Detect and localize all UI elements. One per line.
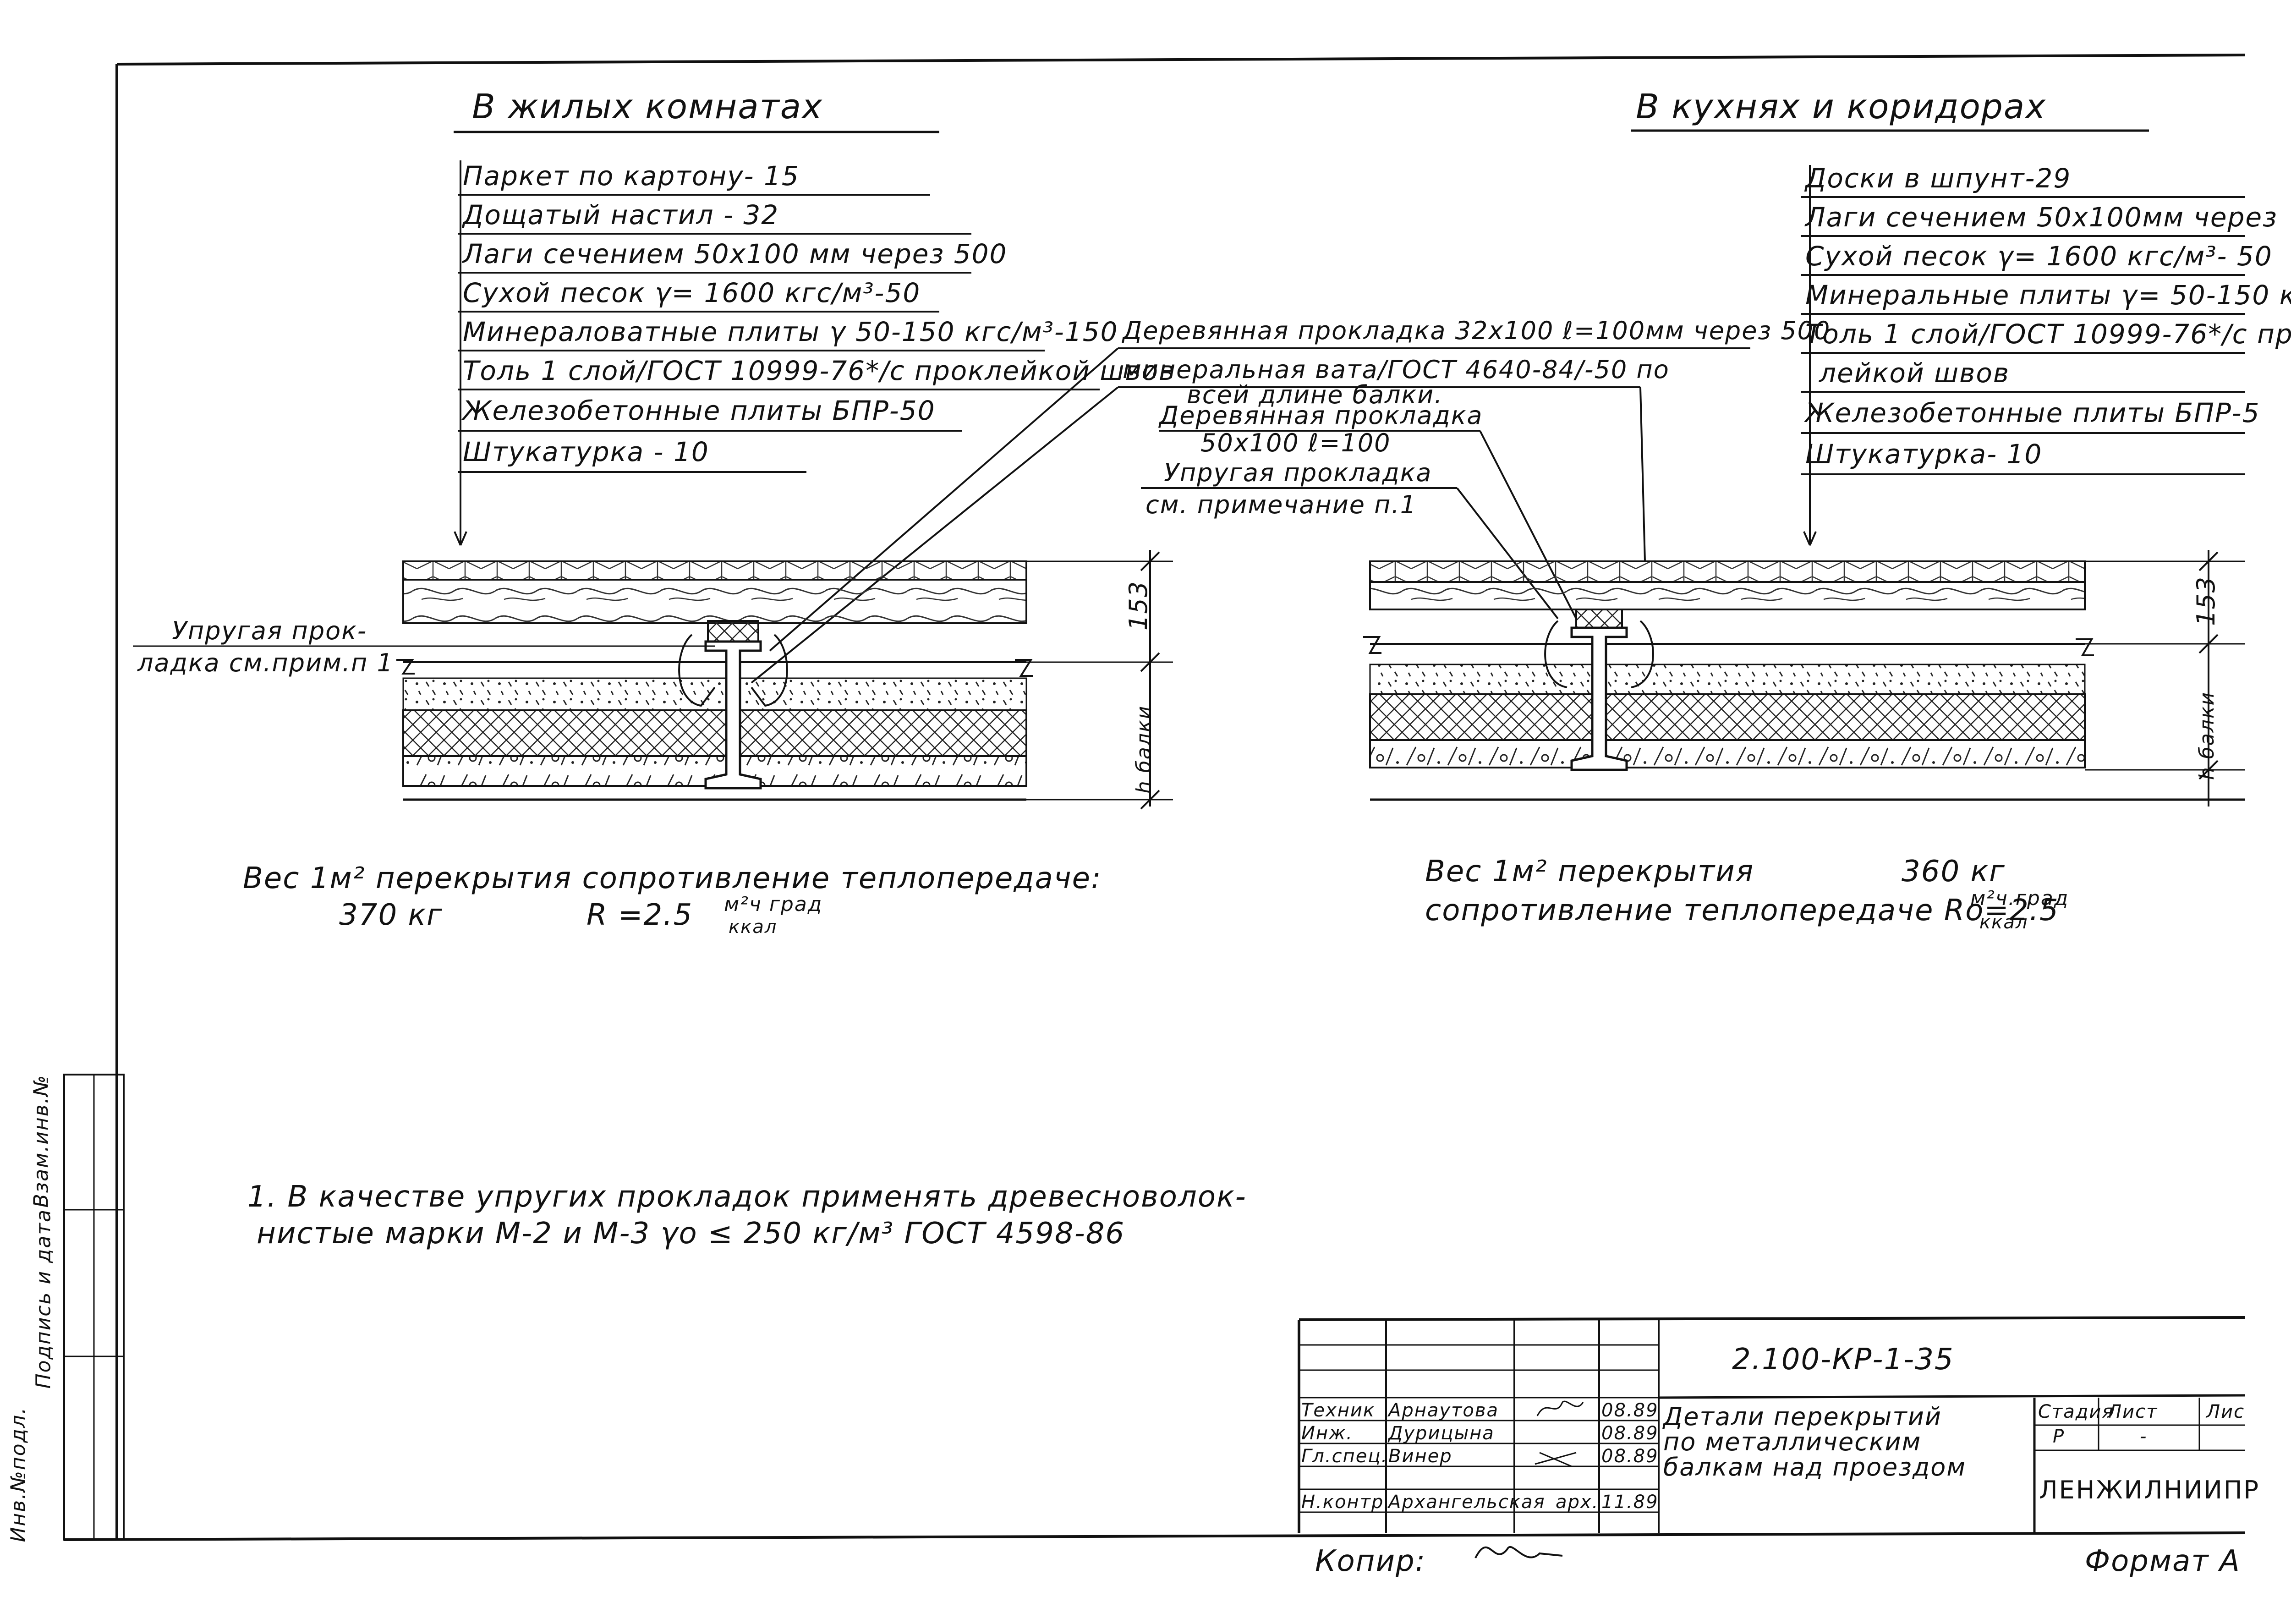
date-technician: 08.89 bbox=[1601, 1400, 1659, 1421]
organization: ЛЕНЖИЛНИИПР bbox=[2039, 1476, 2260, 1504]
right-weight-value: 360 кг bbox=[1902, 855, 2006, 889]
role-engineer: Инж. bbox=[1301, 1423, 1353, 1444]
right-layer-7: Железобетонные плиты БПР-5 bbox=[1805, 397, 2260, 428]
right-layer-6: лейкой швов bbox=[1819, 357, 2010, 389]
name-norm-control: Архангельская bbox=[1388, 1492, 1546, 1513]
left-layer-8: Штукатурка - 10 bbox=[463, 436, 709, 467]
note-line-1: 1. В качестве упругих прокладок применят… bbox=[247, 1180, 1247, 1214]
role-norm-control: Н.контр. bbox=[1301, 1492, 1391, 1513]
description-line-2: по металлическим bbox=[1663, 1427, 1922, 1456]
callout-mineral-wool: минеральная вата/ГОСТ 4640-84/-50 по bbox=[1123, 355, 1670, 384]
left-weight-value: 370 кг bbox=[339, 898, 443, 932]
date-norm-control: 11.89 bbox=[1601, 1492, 1659, 1513]
right-layer-3: Сухой песок γ= 1600 кгс/м³- 50 bbox=[1805, 241, 2273, 272]
stage-value: Р bbox=[2053, 1426, 2065, 1447]
col-sheet: Лист bbox=[2108, 1401, 2158, 1422]
left-layer-6: Толь 1 слой/ГОСТ 10999-76*/с проклейкой … bbox=[463, 355, 1176, 386]
description-line-3: балкам над проездом bbox=[1663, 1453, 1967, 1481]
callout-wood-pad-50: Деревянная прокладка bbox=[1159, 401, 1483, 430]
left-r-value: R =2.5 bbox=[586, 898, 693, 932]
left-layer-7: Железобетонные плиты БПР-50 bbox=[463, 395, 936, 426]
name-engineer: Дурицына bbox=[1388, 1423, 1495, 1444]
right-layer-5: Толь 1 слой/ГОСТ 10999-76*/с про bbox=[1805, 318, 2291, 350]
right-weight-line: Вес 1м² перекрытия bbox=[1425, 855, 1754, 889]
col-sheets: Лис bbox=[2206, 1401, 2245, 1422]
callout-wood-pad-32: Деревянная прокладка 32х100 ℓ=100мм чере… bbox=[1123, 316, 1831, 345]
drawing-code: 2.100-КР-1-35 bbox=[1732, 1343, 1954, 1377]
right-section-title: В кухнях и коридорах bbox=[1636, 87, 2046, 126]
role-chief-spec: Гл.спец. bbox=[1301, 1446, 1388, 1467]
col-stage: Стадия bbox=[2038, 1401, 2114, 1422]
callout-elastic-pad: Упругая прокладка bbox=[1164, 458, 1432, 487]
left-layer-2: Дощатый настил - 32 bbox=[463, 199, 779, 230]
format-label: Формат А bbox=[2085, 1544, 2241, 1578]
date-chief-spec: 08.89 bbox=[1601, 1446, 1659, 1467]
right-layer-4: Минеральные плиты γ= 50-150 кгс/м bbox=[1805, 280, 2291, 311]
right-layer-1: Доски в шпунт-29 bbox=[1805, 163, 2072, 194]
left-side-label-2: ладка см.прим.п 1 bbox=[137, 648, 394, 677]
name-technician: Арнаутова bbox=[1388, 1400, 1499, 1421]
left-layer-5: Минераловатные плиты γ 50-150 кгс/м³-150 bbox=[463, 316, 1118, 347]
left-side-label-1: Упругая прок- bbox=[172, 616, 367, 645]
right-layer-8: Штукатурка- 10 bbox=[1805, 439, 2043, 470]
right-r-line: сопротивление теплопередаче Rо=2.5 bbox=[1425, 894, 2059, 927]
name-chief-spec: Винер bbox=[1388, 1446, 1452, 1467]
date-engineer: 08.89 bbox=[1601, 1423, 1659, 1444]
left-section-title: В жилых комнатах bbox=[472, 87, 823, 126]
right-layer-2: Лаги сечением 50х100мм через bbox=[1805, 202, 2278, 233]
callout-wood-pad-50-size: 50х100 ℓ=100 bbox=[1200, 428, 1391, 457]
right-r-unit-bottom: ккал bbox=[1979, 912, 2028, 933]
note-line-2: нистые марки М-2 и М-3 γо ≤ 250 кг/м³ ГО… bbox=[257, 1217, 1125, 1251]
right-r-unit-top: м²ч.град bbox=[1970, 887, 2069, 910]
left-layer-3: Лаги сечением 50х100 мм через 500 bbox=[463, 238, 1008, 269]
role-technician: Техник bbox=[1301, 1400, 1376, 1421]
sheet-value: - bbox=[2140, 1426, 2148, 1447]
copy-label: Копир: bbox=[1315, 1544, 1426, 1578]
callout-see-note: см. примечание п.1 bbox=[1146, 490, 1417, 519]
description-line-1: Детали перекрытий bbox=[1663, 1402, 1942, 1431]
left-layer-1: Паркет по картону- 15 bbox=[463, 160, 800, 192]
left-layer-4: Сухой песок γ= 1600 кгс/м³-50 bbox=[463, 277, 921, 308]
callout-full-length: всей длине балки. bbox=[1187, 380, 1443, 409]
left-r-unit-bottom: ккал bbox=[729, 916, 778, 938]
left-weight-line: Вес 1м² перекрытия сопротивление теплопе… bbox=[243, 861, 1102, 895]
left-r-unit-top: м²ч град bbox=[724, 893, 823, 916]
norm-control-extra: арх. bbox=[1556, 1492, 1599, 1513]
